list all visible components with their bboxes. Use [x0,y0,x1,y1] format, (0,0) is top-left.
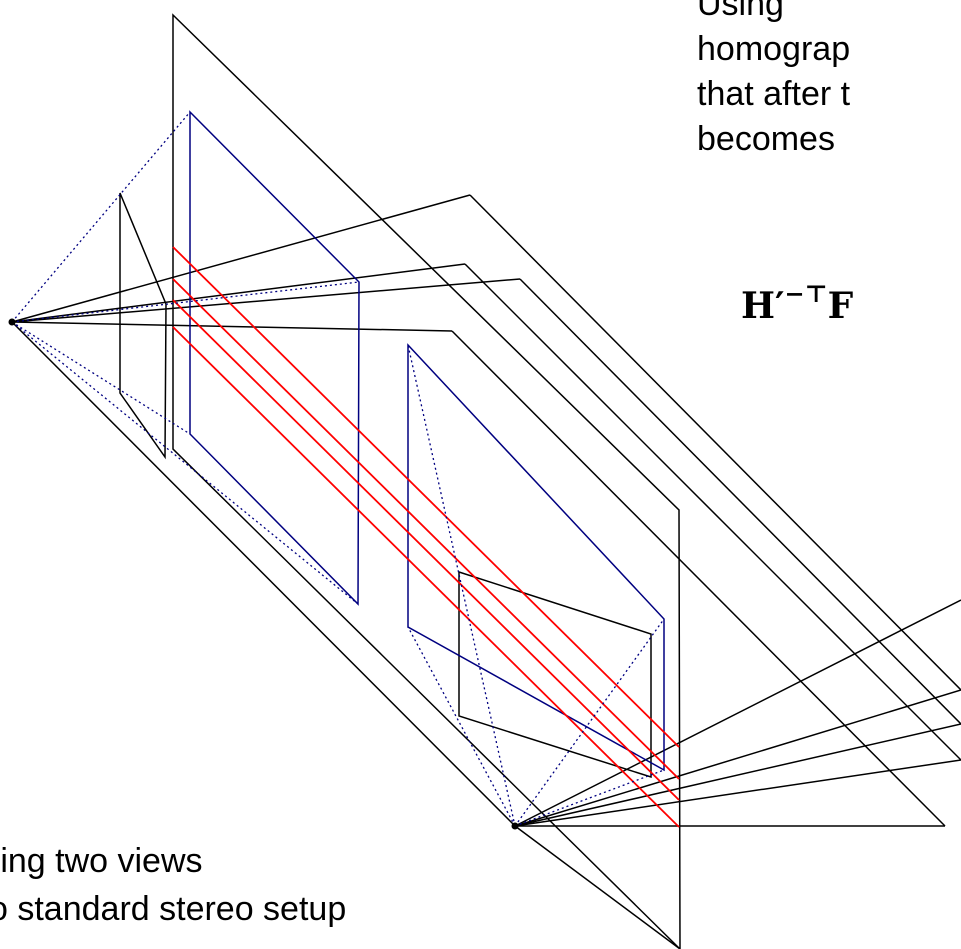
camera-center-left [8,318,16,326]
camera2-ray-2 [514,689,961,827]
plane-diag-4 [451,330,946,827]
projection-rays [11,111,665,827]
ray-right-1 [407,344,516,827]
formula: H′−⊤F [741,279,854,327]
camera2-ray-3 [514,723,961,827]
epipolar-line-2 [172,278,680,780]
plane-outer-edge [11,321,516,827]
ray-left-4 [11,321,359,605]
caption-line-3: that after t [697,75,851,113]
plane-diag-3 [464,263,961,761]
plane-top-3 [11,263,466,323]
plane-top-2 [11,194,471,323]
formula-superscript: −⊤ [784,279,828,308]
original-images [119,192,652,779]
right-original-image [458,570,652,779]
ray-right-4 [514,769,665,827]
plane-edge-bottom [514,825,681,949]
camera2-ray-1 [514,599,961,827]
epipolar-line-3 [172,299,680,801]
epipolar-line-4 [172,326,680,828]
bottom-caption-line-1: ring two views [0,842,203,880]
caption-line-1: Using [697,0,784,23]
epipolar-line-1 [172,246,680,748]
epipolar-planes [11,13,961,949]
plane-large [172,13,681,949]
caption-line-2: homograp [697,30,851,68]
ray-right-2 [514,618,665,827]
plane-diag-1 [519,278,961,725]
right-rectified-image [407,343,665,772]
rectified-images [189,110,665,772]
bottom-caption-line-2: o standard stereo setup [0,890,347,928]
ray-left-2 [11,281,360,323]
ray-left-1 [11,111,191,323]
caption-line-4: becomes [697,120,835,158]
formula-base: H′ [741,285,785,327]
plane-top-1 [11,278,521,323]
camera-center-right [511,822,519,830]
plane-diag-2 [469,194,961,691]
epipolar-lines [172,246,680,828]
left-rectified-image [189,110,360,606]
plane-top-4 [11,321,453,332]
camera2-ray-4 [514,759,961,827]
formula-trailing: F [827,285,854,327]
left-original-image [119,192,167,460]
ray-left-3 [11,321,191,435]
